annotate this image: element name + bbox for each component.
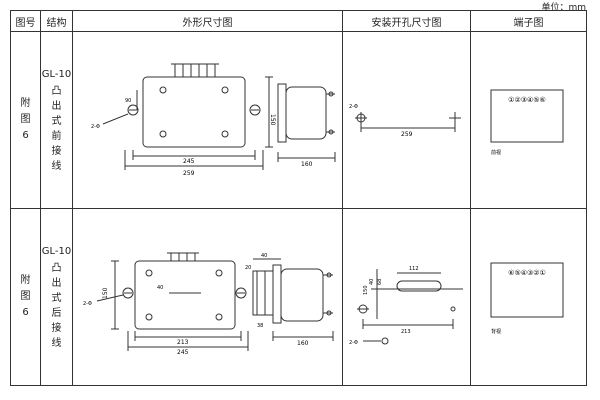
mounting-cell: 112 213 150 40 68 2-Φ — [342, 208, 471, 386]
mounting-slot — [396, 280, 442, 292]
terminal-block — [490, 89, 564, 143]
mounting-drawing: 112 213 150 40 68 2-Φ — [349, 266, 463, 346]
mounting-hole-label: 2-Φ — [349, 104, 358, 110]
fig-no-cell: 附图6 — [10, 31, 41, 209]
terminal-caption: 前视 — [491, 149, 501, 156]
unit-label: 单位：mm — [541, 3, 586, 13]
dim-small-3: 20 — [245, 265, 251, 271]
mount-hole-right — [249, 104, 261, 116]
mounting-dim-v3: 68 — [377, 279, 383, 285]
mount-hole-left — [127, 104, 139, 116]
table-row: 附图6 GL-10 凸出式后接线 — [10, 208, 587, 386]
terminal-numbers: ①②③④⑤⑥ — [508, 96, 546, 104]
model-label: GL-10 — [41, 68, 72, 80]
table-row: 附图6 GL-10 凸出式前接线 — [10, 31, 587, 209]
relay-front-body — [134, 260, 236, 330]
structure-text: 凸出式后接线 — [51, 262, 62, 349]
fig-no-text: 附图6 — [20, 275, 31, 318]
dim-height: 150 — [269, 114, 276, 126]
mounting-hole-label: 2-Φ — [349, 340, 358, 346]
hole-label: 2-Φ — [83, 301, 92, 307]
dim-side: 160 — [297, 340, 309, 347]
outline-drawing: 213 245 150 40 40 38 20 160 2-Φ — [83, 252, 334, 356]
mounting-dim-v2: 40 — [369, 279, 375, 285]
side-body — [285, 86, 327, 140]
dim-height: 150 — [102, 287, 109, 299]
model-label: GL-10 — [41, 245, 72, 257]
mounting-dim: 259 — [401, 131, 413, 138]
dim-width-outer: 259 — [183, 170, 195, 177]
terminal-numbers: ⑥⑤④③②① — [508, 269, 546, 277]
top-terminals — [171, 63, 219, 77]
outline-drawing: 245 259 150 90 160 2-Φ — [91, 63, 336, 177]
header-mounting: 安装开孔尺寸图 — [342, 10, 471, 32]
dim-small-2: 38 — [257, 323, 263, 329]
mounting-cell: 259 2-Φ — [342, 31, 471, 209]
dim-width-inner: 245 — [183, 158, 195, 165]
relay-front-body — [142, 76, 246, 148]
terminal-cell: ①②③④⑤⑥ 前视 — [470, 31, 587, 209]
header-fig-no: 图号 — [10, 10, 41, 32]
terminal-drawing: ①②③④⑤⑥ 前视 — [490, 89, 564, 156]
header-terminal: 端子图 — [470, 10, 587, 32]
outline-cell: 213 245 150 40 40 38 20 160 2-Φ — [72, 208, 343, 386]
mounting-drawing: 259 2-Φ — [349, 104, 461, 138]
mounting-dim-slot: 112 — [409, 266, 419, 272]
structure-cell: GL-10 凸出式前接线 — [40, 31, 73, 209]
side-flange — [272, 264, 282, 324]
terminal-drawing: ⑥⑤④③②① 背视 — [490, 262, 564, 335]
mounting-dim-width: 213 — [401, 329, 411, 335]
dim-side: 160 — [301, 161, 313, 168]
header-row: 图号 结构 外形尺寸图 安装开孔尺寸图 端子图 — [10, 10, 587, 32]
dim-top: 40 — [261, 253, 267, 259]
structure-cell: GL-10 凸出式后接线 — [40, 208, 73, 386]
dim-width-outer: 245 — [177, 349, 189, 356]
terminal-block — [490, 262, 564, 318]
mounting-dim-v1: 150 — [363, 285, 369, 295]
hole-label: 2-Φ — [91, 124, 100, 130]
terminal-cell: ⑥⑤④③②① 背视 — [470, 208, 587, 386]
structure-text: 凸出式前接线 — [51, 85, 62, 172]
header-structure: 结构 — [40, 10, 73, 32]
side-terminal-block — [252, 270, 274, 316]
outline-cell: 245 259 150 90 160 2-Φ — [72, 31, 343, 209]
fig-no-text: 附图6 — [20, 98, 31, 141]
header-outline: 外形尺寸图 — [72, 10, 343, 32]
dim-width-inner: 213 — [177, 339, 189, 346]
top-terminals — [167, 252, 199, 261]
fig-no-cell: 附图6 — [10, 208, 41, 386]
dim-small: 90 — [125, 98, 131, 104]
side-flange — [277, 83, 287, 143]
dim-small-1: 40 — [157, 285, 163, 291]
terminal-caption: 背视 — [491, 328, 501, 335]
side-body — [280, 268, 324, 322]
spec-table: 图号 结构 外形尺寸图 安装开孔尺寸图 端子图 附图6 GL-10 凸出式前接线 — [10, 10, 587, 386]
